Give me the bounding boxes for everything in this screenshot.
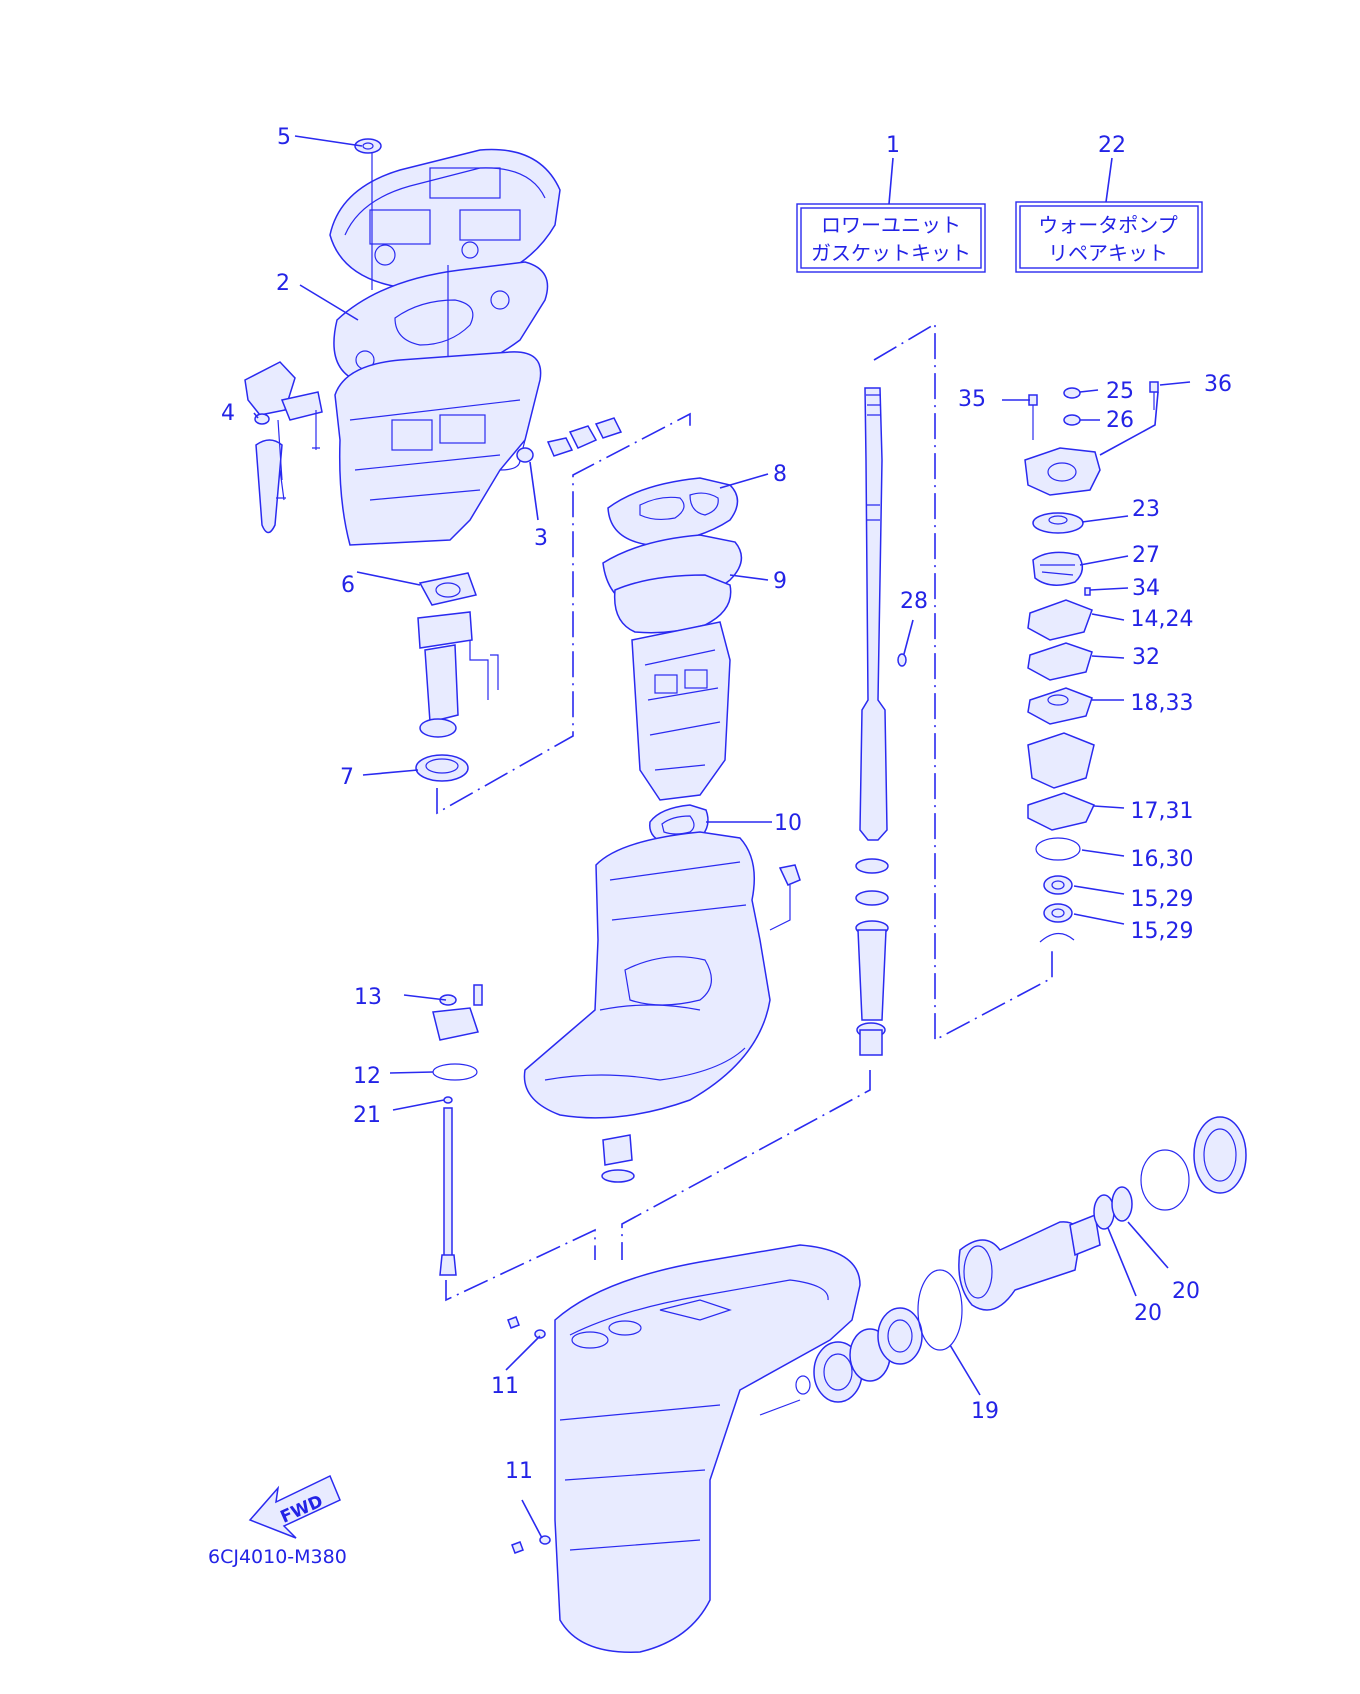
water-pump-repair-kit-box: ウォータポンプ リペアキット — [1015, 201, 1203, 273]
kit-label-line1: ウォータポンプ — [1038, 213, 1177, 237]
callout-2: 2 — [276, 271, 290, 296]
leader-line — [1105, 157, 1113, 203]
trim-bracket-assembly — [244, 361, 323, 534]
callout-8: 8 — [773, 462, 787, 487]
kit-label-line2: ガスケットキット — [811, 241, 971, 265]
assembly-lines — [436, 322, 1053, 1302]
callout-labels: 5 2 4 3 6 7 8 9 10 1 22 35 25 26 36 23 2… — [221, 125, 1232, 1484]
callout-34: 34 — [1132, 576, 1160, 601]
callout-32: 32 — [1132, 645, 1160, 670]
shift-rod-assembly — [432, 984, 483, 1276]
drive-shaft — [855, 387, 907, 1056]
callout-36: 36 — [1204, 372, 1232, 397]
callout-7: 7 — [340, 765, 354, 790]
callout-25: 25 — [1106, 379, 1134, 404]
kit-label-line2: リペアキット — [1048, 241, 1168, 265]
callout-28: 28 — [900, 589, 928, 614]
callout-15-29a: 15,29 — [1131, 887, 1194, 912]
callout-35: 35 — [958, 387, 986, 412]
exhaust-manifold-assembly — [602, 477, 743, 845]
callout-26: 26 — [1106, 408, 1134, 433]
callout-6: 6 — [341, 573, 355, 598]
callout-3: 3 — [534, 526, 548, 551]
oil-tube-assembly — [415, 572, 499, 782]
callout-17-31: 17,31 — [1131, 799, 1194, 824]
callout-21: 21 — [353, 1103, 381, 1128]
lower-unit-gasket-kit-box: ロワーユニット ガスケットキット — [796, 203, 986, 273]
kit-label-line1: ロワーユニット — [821, 213, 961, 237]
water-pump-stack — [1024, 381, 1159, 943]
callout-27: 27 — [1132, 543, 1160, 568]
fwd-arrow: FWD — [248, 1474, 341, 1539]
callout-20b: 20 — [1172, 1279, 1200, 1304]
propeller-shaft-assembly — [759, 1116, 1247, 1416]
callout-18-33: 18,33 — [1131, 691, 1194, 716]
upper-casing-assembly — [329, 138, 623, 546]
callout-23: 23 — [1132, 497, 1160, 522]
callout-12: 12 — [353, 1064, 381, 1089]
callout-5: 5 — [277, 125, 291, 150]
callout-16-30: 16,30 — [1131, 847, 1194, 872]
gearcase — [507, 1244, 861, 1653]
callout-10: 10 — [774, 811, 802, 836]
callout-11a: 11 — [491, 1374, 519, 1399]
callout-11b: 11 — [505, 1459, 533, 1484]
leader-lines — [253, 135, 1191, 1539]
callout-15-29b: 15,29 — [1131, 919, 1194, 944]
callout-13: 13 — [354, 985, 382, 1010]
upper-lower-casing — [523, 831, 801, 1183]
callout-20a: 20 — [1134, 1301, 1162, 1326]
callout-9: 9 — [773, 569, 787, 594]
callout-1: 1 — [886, 133, 900, 158]
callout-14-24: 14,24 — [1131, 607, 1194, 632]
callout-22: 22 — [1098, 133, 1126, 158]
figure-code: 6CJ4010-M380 — [208, 1546, 347, 1568]
callout-4: 4 — [221, 401, 235, 426]
callout-19: 19 — [971, 1399, 999, 1424]
leader-line — [888, 157, 894, 205]
